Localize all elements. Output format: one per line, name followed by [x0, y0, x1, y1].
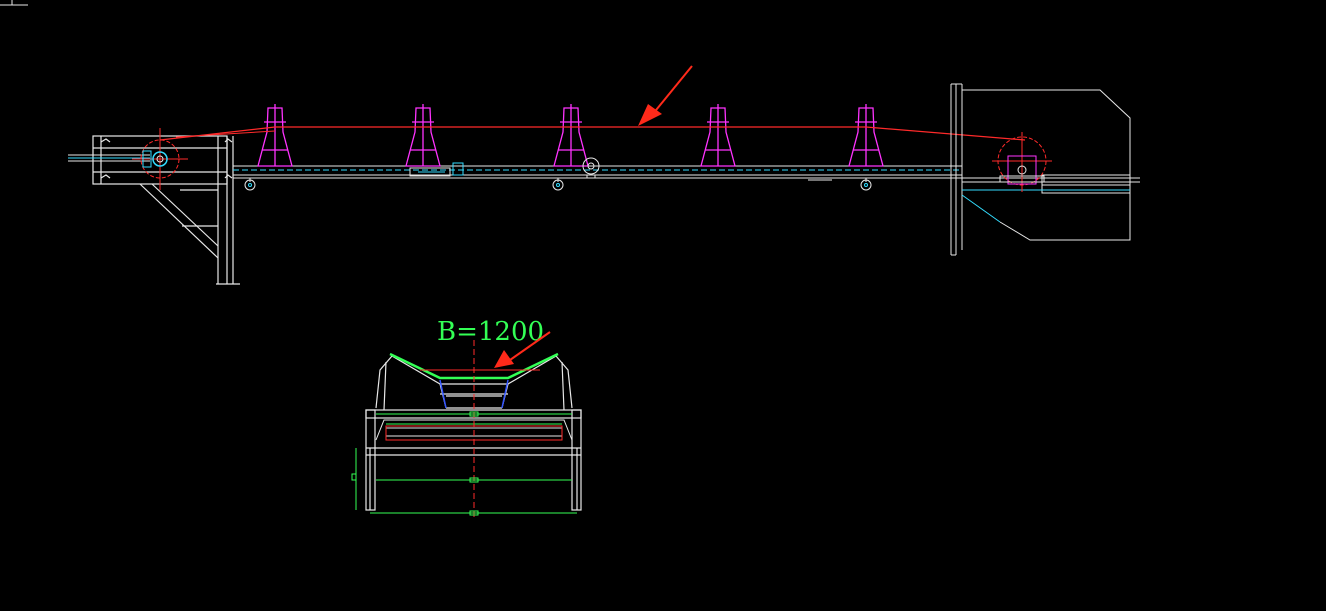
- take-up-device: [409, 162, 464, 177]
- guide-wheel: [582, 157, 600, 178]
- annotation-arrow-cross-section: [494, 331, 551, 368]
- annotation-arrow-belt: [638, 65, 693, 126]
- tail-shaft: [68, 154, 150, 162]
- troughed-belt: [389, 352, 559, 380]
- cross-section-dimensions: [351, 411, 577, 516]
- belt-center-marks: [439, 379, 447, 409]
- conveyor-stringer: [233, 165, 962, 181]
- carrying-idler: [700, 104, 736, 167]
- belt-center-marks: [501, 379, 509, 409]
- return-roller: [860, 178, 872, 191]
- troughing-idler: [375, 355, 573, 411]
- carrying-idler: [405, 104, 441, 167]
- conveyor-belt: [159, 126, 1026, 141]
- carrying-idler: [553, 104, 589, 167]
- tail-end-frame: [92, 135, 240, 285]
- return-roller: [244, 178, 256, 191]
- discharge-chute-line: [961, 194, 1001, 223]
- belt-return-line: [175, 130, 276, 138]
- belt-width-label: B=1200: [437, 317, 544, 347]
- corner-mark: [0, 0, 28, 6]
- head-pulley: [992, 132, 1052, 192]
- head-end-frame: [950, 83, 1140, 256]
- tail-pulley: [132, 128, 188, 190]
- return-roller: [552, 178, 564, 191]
- carrying-idler: [848, 104, 884, 167]
- carrying-idler: [257, 104, 293, 167]
